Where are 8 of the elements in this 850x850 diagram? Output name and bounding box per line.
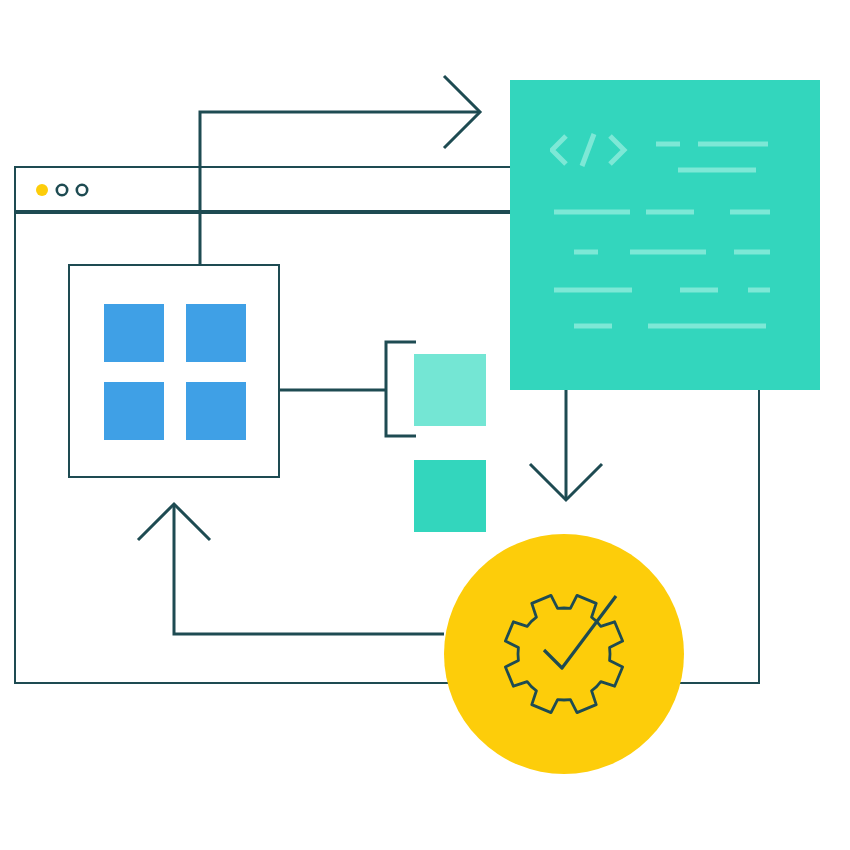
square — [413, 459, 485, 531]
app-tile — [67, 263, 279, 477]
code-panel — [510, 80, 820, 390]
arrow — [528, 390, 604, 502]
arrow — [198, 74, 482, 264]
square — [413, 353, 485, 425]
connector-bracket — [278, 340, 418, 438]
arrow — [136, 502, 444, 636]
